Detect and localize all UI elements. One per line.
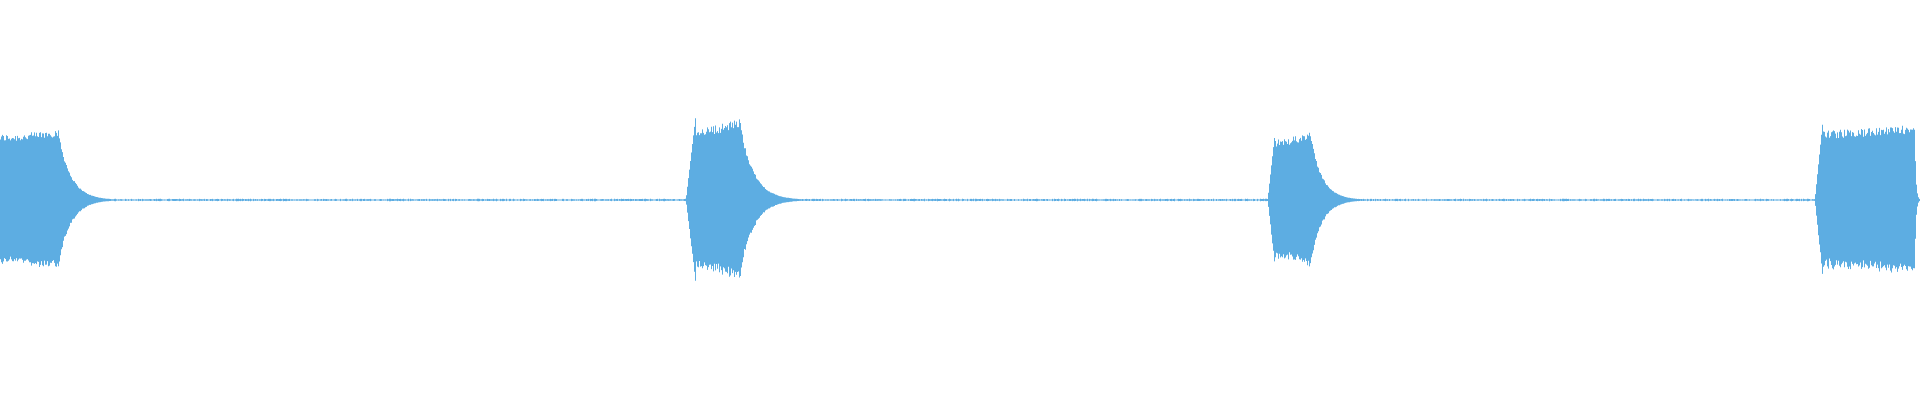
waveform-burst-1 (0, 128, 119, 272)
waveform-burst-2 (685, 118, 806, 282)
waveform-burst-4 (1814, 124, 1920, 276)
waveform-bars (0, 118, 1920, 282)
waveform-burst-3 (1267, 130, 1367, 270)
waveform-amplitude-path (0, 118, 1920, 281)
